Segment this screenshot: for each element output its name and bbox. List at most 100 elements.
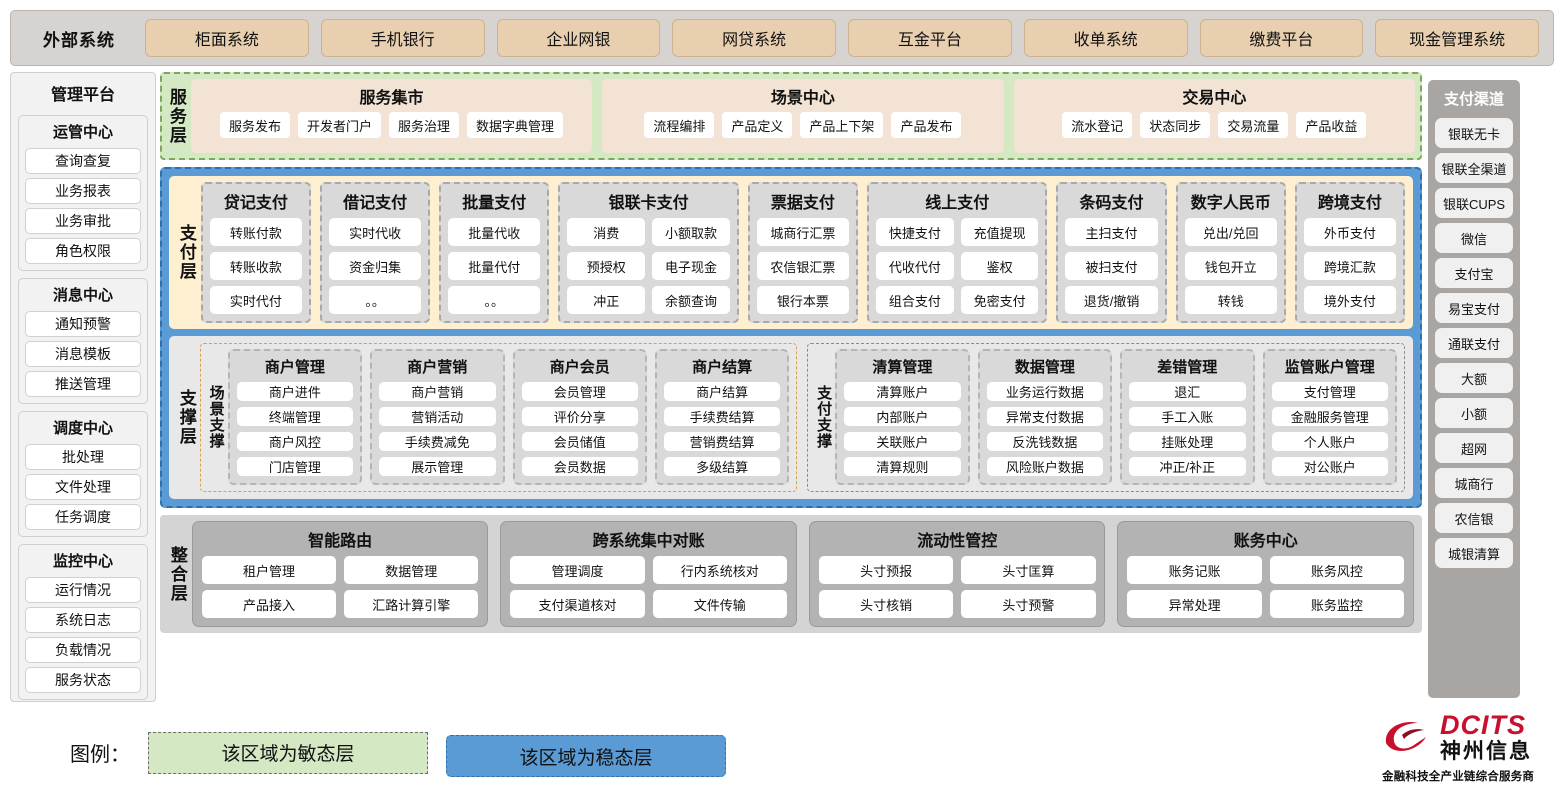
integration-item[interactable]: 账务监控 xyxy=(1269,590,1405,618)
payment-item[interactable]: 钱包开立 xyxy=(1184,252,1277,280)
external-system-item[interactable]: 收单系统 xyxy=(1023,19,1188,57)
support-item[interactable]: 手续费减免 xyxy=(379,432,496,451)
service-item[interactable]: 产品定义 xyxy=(722,112,793,138)
payment-item[interactable]: 转账收款 xyxy=(209,252,303,280)
support-item[interactable]: 异常支付数据 xyxy=(986,407,1104,426)
channel-item[interactable]: 银联全渠道 xyxy=(1435,153,1513,183)
support-item[interactable]: 终端管理 xyxy=(236,407,354,426)
support-item[interactable]: 营销费结算 xyxy=(663,432,781,451)
support-item[interactable]: 清算账户 xyxy=(844,382,961,401)
service-item[interactable]: 交易流量 xyxy=(1218,112,1289,138)
management-item[interactable]: 批处理 xyxy=(25,444,141,470)
support-item[interactable]: 商户风控 xyxy=(236,432,354,451)
channel-item[interactable]: 大额 xyxy=(1435,363,1513,393)
integration-item[interactable]: 管理调度 xyxy=(510,556,645,584)
integration-item[interactable]: 产品接入 xyxy=(201,590,337,618)
integration-item[interactable]: 头寸匡算 xyxy=(961,556,1096,584)
service-item[interactable]: 产品上下架 xyxy=(800,112,884,138)
management-item[interactable]: 任务调度 xyxy=(25,504,141,530)
channel-item[interactable]: 通联支付 xyxy=(1435,328,1513,358)
payment-item[interactable]: 城商行汇票 xyxy=(756,218,850,246)
payment-item[interactable]: 组合支付 xyxy=(876,286,954,314)
support-item[interactable]: 商户结算 xyxy=(663,382,781,401)
management-item[interactable]: 服务状态 xyxy=(25,667,141,693)
channel-item[interactable]: 银联无卡 xyxy=(1435,118,1513,148)
support-item[interactable]: 业务运行数据 xyxy=(986,382,1104,401)
payment-item[interactable]: 外币支付 xyxy=(1303,218,1396,246)
integration-item[interactable]: 账务风控 xyxy=(1269,556,1405,584)
payment-item[interactable]: 批量代付 xyxy=(448,252,541,280)
payment-item[interactable]: 退货/撤销 xyxy=(1065,286,1158,314)
support-item[interactable]: 冲正/补正 xyxy=(1129,457,1246,476)
support-item[interactable]: 支付管理 xyxy=(1271,382,1388,401)
payment-item[interactable]: 兑出/兑回 xyxy=(1184,218,1277,246)
support-item[interactable]: 内部账户 xyxy=(844,407,961,426)
channel-item[interactable]: 银联CUPS xyxy=(1435,188,1513,218)
channel-item[interactable]: 农信银 xyxy=(1435,503,1513,533)
support-item[interactable]: 退汇 xyxy=(1129,382,1246,401)
integration-item[interactable]: 头寸核销 xyxy=(818,590,954,618)
integration-item[interactable]: 账务记账 xyxy=(1127,556,1262,584)
integration-item[interactable]: 文件传输 xyxy=(652,590,787,618)
integration-item[interactable]: 行内系统核对 xyxy=(652,556,787,584)
management-item[interactable]: 通知预警 xyxy=(25,311,141,337)
channel-item[interactable]: 小额 xyxy=(1435,398,1513,428)
payment-item[interactable]: 代收代付 xyxy=(876,252,954,280)
external-system-item[interactable]: 手机银行 xyxy=(320,19,485,57)
service-item[interactable]: 服务治理 xyxy=(389,112,460,138)
service-item[interactable]: 产品收益 xyxy=(1296,112,1367,138)
management-item[interactable]: 查询查复 xyxy=(25,148,141,174)
support-item[interactable]: 营销活动 xyxy=(379,407,496,426)
support-item[interactable]: 挂账处理 xyxy=(1129,432,1246,451)
integration-item[interactable]: 数据管理 xyxy=(344,556,479,584)
payment-item[interactable]: 。。 xyxy=(329,286,422,314)
payment-item[interactable]: 消费 xyxy=(567,218,646,246)
service-item[interactable]: 状态同步 xyxy=(1140,112,1211,138)
management-item[interactable]: 角色权限 xyxy=(25,238,141,264)
payment-item[interactable]: 资金归集 xyxy=(329,252,422,280)
channel-item[interactable]: 支付宝 xyxy=(1435,258,1513,288)
payment-item[interactable]: 电子现金 xyxy=(652,252,730,280)
payment-item[interactable]: 农信银汇票 xyxy=(756,252,850,280)
integration-item[interactable]: 支付渠道核对 xyxy=(510,590,645,618)
management-item[interactable]: 系统日志 xyxy=(25,607,141,633)
integration-item[interactable]: 头寸预报 xyxy=(818,556,954,584)
integration-item[interactable]: 租户管理 xyxy=(201,556,337,584)
support-item[interactable]: 关联账户 xyxy=(844,432,961,451)
external-system-item[interactable]: 企业网银 xyxy=(496,19,661,57)
channel-item[interactable]: 易宝支付 xyxy=(1435,293,1513,323)
support-item[interactable]: 手续费结算 xyxy=(663,407,781,426)
support-item[interactable]: 会员储值 xyxy=(521,432,638,451)
payment-item[interactable]: 境外支付 xyxy=(1303,286,1396,314)
payment-item[interactable]: 银行本票 xyxy=(756,286,850,314)
payment-item[interactable]: 被扫支付 xyxy=(1065,252,1158,280)
external-system-item[interactable]: 柜面系统 xyxy=(145,19,309,57)
support-item[interactable]: 会员数据 xyxy=(521,457,638,476)
management-item[interactable]: 业务报表 xyxy=(25,178,141,204)
payment-item[interactable]: 主扫支付 xyxy=(1065,218,1158,246)
management-item[interactable]: 业务审批 xyxy=(25,208,141,234)
payment-item[interactable]: 跨境汇款 xyxy=(1303,252,1396,280)
payment-item[interactable]: 转账付款 xyxy=(209,218,303,246)
support-item[interactable]: 多级结算 xyxy=(663,457,781,476)
external-system-item[interactable]: 现金管理系统 xyxy=(1375,19,1539,57)
channel-item[interactable]: 城银清算 xyxy=(1435,538,1513,568)
payment-item[interactable]: 实时代付 xyxy=(209,286,303,314)
payment-item[interactable]: 。。 xyxy=(448,286,541,314)
management-item[interactable]: 推送管理 xyxy=(25,371,141,397)
support-item[interactable]: 手工入账 xyxy=(1129,407,1246,426)
integration-item[interactable]: 异常处理 xyxy=(1127,590,1262,618)
support-item[interactable]: 个人账户 xyxy=(1271,432,1388,451)
channel-item[interactable]: 城商行 xyxy=(1435,468,1513,498)
external-system-item[interactable]: 互金平台 xyxy=(848,19,1012,57)
payment-item[interactable]: 余额查询 xyxy=(652,286,730,314)
service-item[interactable]: 流程编排 xyxy=(644,112,715,138)
integration-item[interactable]: 头寸预警 xyxy=(961,590,1096,618)
support-item[interactable]: 清算规则 xyxy=(844,457,961,476)
service-item[interactable]: 开发者门户 xyxy=(298,112,382,138)
support-item[interactable]: 风险账户数据 xyxy=(986,457,1104,476)
channel-item[interactable]: 微信 xyxy=(1435,223,1513,253)
support-item[interactable]: 对公账户 xyxy=(1271,457,1388,476)
external-system-item[interactable]: 网贷系统 xyxy=(672,19,836,57)
support-item[interactable]: 商户营销 xyxy=(379,382,496,401)
